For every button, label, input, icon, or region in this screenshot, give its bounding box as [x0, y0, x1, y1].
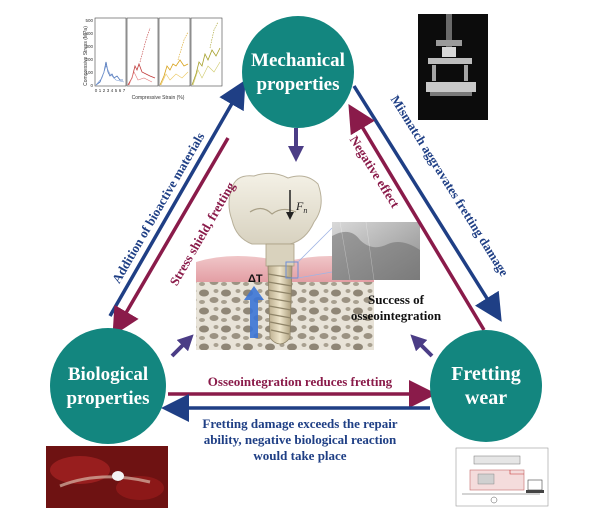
mini-chart-xtick: 0: [95, 88, 98, 93]
mini-chart-xtick: 6: [119, 88, 122, 93]
node-fretting-line2: wear: [465, 387, 507, 409]
compression-test-photo: [418, 14, 488, 120]
mini-chart-ytick: 100: [85, 70, 93, 75]
mini-chart-xtick: 4: [111, 88, 114, 93]
stress-strain-mini-chart: Compressive Stress (MPa) 500 400 300 200…: [83, 17, 223, 101]
mini-chart-ytick: 500: [85, 18, 93, 23]
success-label-line2: osseointegration: [351, 308, 442, 323]
arrow-mech-to-bio: [112, 137, 230, 337]
zoom-box: [285, 261, 299, 279]
mini-chart-xtick: 3: [107, 88, 110, 93]
arrow-fret-to-mech: [348, 103, 486, 331]
arrow-bio-to-center: [170, 334, 194, 358]
node-biological-properties: Biological properties: [50, 328, 166, 444]
arrow-fret-to-center: [410, 334, 434, 358]
implant-site-marker: [112, 471, 124, 481]
mini-chart-xtick: 7: [123, 88, 126, 93]
mini-chart-ytick: 200: [85, 57, 93, 62]
mini-chart-xlabel: Compressive Strain (%): [132, 95, 185, 101]
label-fretting-exceeds-2: ability, negative biological reaction: [204, 432, 397, 447]
mini-chart-ytick: 0: [90, 83, 93, 88]
delta-t-label: ΔT: [248, 273, 263, 285]
node-biological-line1: Biological: [68, 364, 148, 385]
node-fretting-wear: Fretting wear: [430, 330, 542, 442]
node-mechanical-properties: Mechanical properties: [242, 16, 354, 128]
mini-chart-xtick: 5: [115, 88, 118, 93]
mini-chart-xtick: 1: [99, 88, 102, 93]
arrow-bio-to-mech: [108, 79, 246, 317]
force-label: Fn: [295, 199, 307, 215]
dental-crown: [228, 172, 322, 245]
label-osseo-reduces: Osseointegration reduces fretting: [208, 374, 393, 389]
abutment: [265, 243, 295, 267]
label-negative-effect: Negative effect: [347, 133, 403, 211]
label-fretting-exceeds-1: Fretting damage exceeds the repair: [202, 416, 397, 431]
fretting-apparatus-schematic: [455, 447, 549, 507]
node-mechanical-line1: Mechanical: [251, 50, 345, 71]
delta-t-arrow: [244, 286, 264, 338]
node-biological-line2: properties: [66, 388, 149, 409]
node-fretting-line1: Fretting: [451, 363, 521, 385]
success-label-line1: Success of: [368, 292, 425, 307]
arrow-mech-to-fret: [352, 85, 502, 322]
mini-chart-ytick: 300: [85, 44, 93, 49]
node-mechanical-line2: properties: [256, 74, 339, 95]
surgical-site-photo: [46, 446, 168, 508]
mini-chart-ytick: 400: [85, 31, 93, 36]
mini-chart-ylabel: Compressive Stress (MPa): [83, 26, 89, 86]
mini-chart-xtick: 2: [103, 88, 106, 93]
label-fretting-exceeds-3: would take place: [253, 448, 346, 463]
implant-illustration: Fn ΔT: [196, 172, 420, 350]
